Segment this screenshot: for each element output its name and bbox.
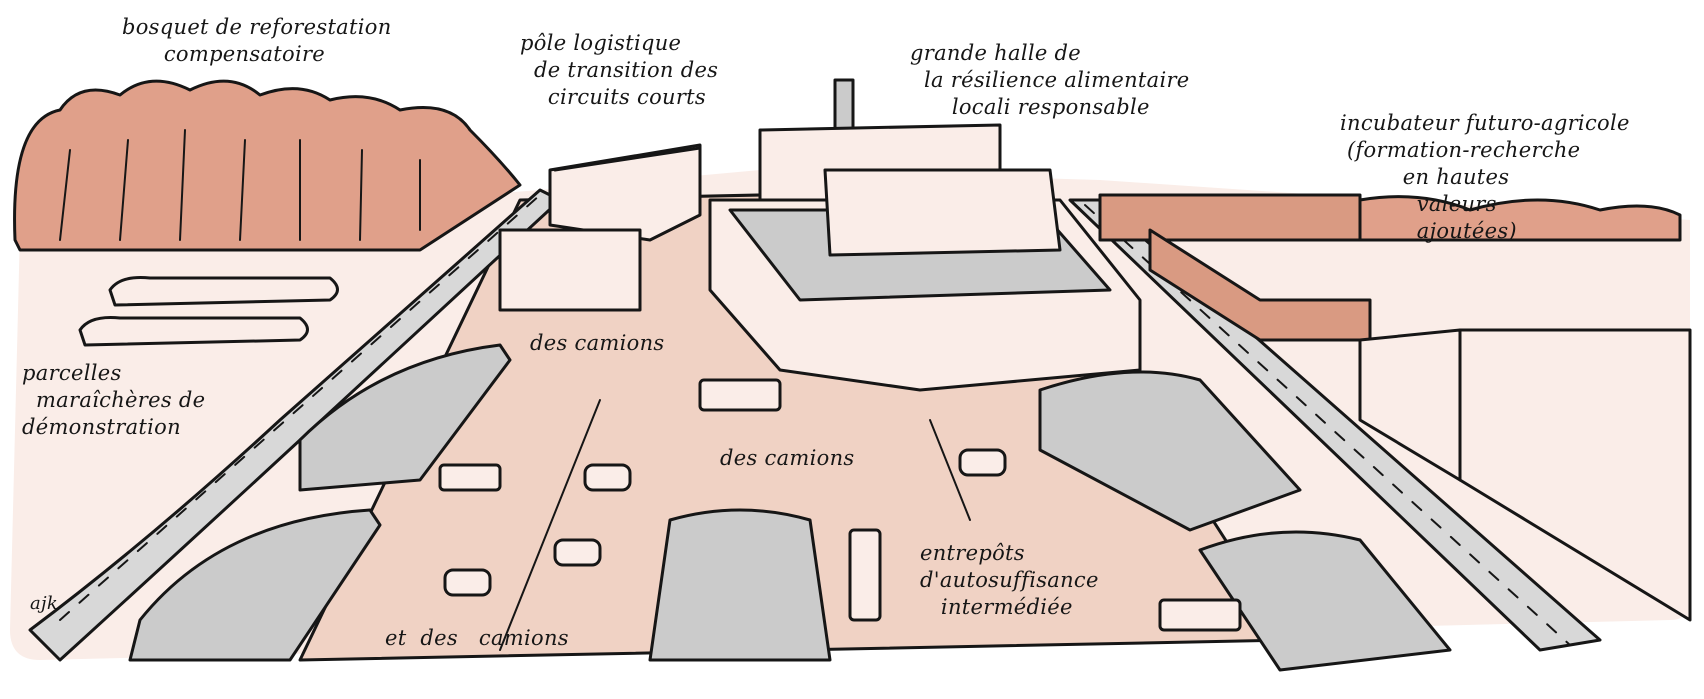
truck — [698, 378, 782, 412]
forest — [13, 79, 522, 252]
label-food-hall: grande halle de la résilience alimentair… — [910, 41, 1190, 119]
incubator-roof — [1098, 193, 1362, 242]
label-trucks-2: des camions — [720, 446, 855, 470]
hall-upper-block — [823, 168, 1062, 257]
truck — [438, 463, 502, 492]
warehouse — [1038, 370, 1302, 532]
label-incubator: incubateur futuro-agricole (formation-re… — [1340, 111, 1630, 243]
logistics-building-small — [498, 228, 642, 312]
label-trucks-3: et des camions — [385, 626, 569, 650]
truck — [848, 528, 882, 622]
warehouse — [298, 343, 512, 492]
warehouse — [128, 508, 382, 662]
label-forest: bosquet de reforestation compensatoire — [122, 15, 392, 66]
logistics-building — [548, 143, 702, 242]
greenhouse — [78, 316, 309, 347]
truck — [1158, 598, 1242, 632]
van — [553, 538, 602, 567]
warehouse — [1198, 530, 1452, 672]
right-building-side — [1358, 328, 1462, 482]
van — [583, 463, 632, 492]
label-trucks-1: des camions — [530, 331, 665, 355]
warehouse — [648, 508, 832, 662]
label-warehouses: entrepôts d'autosuffisance intermédiée — [920, 541, 1099, 619]
label-market-gardens: parcelles maraîchères de démonstration — [22, 361, 206, 439]
van — [443, 568, 492, 597]
van — [958, 448, 1007, 477]
label-logistics-hub: pôle logistique de transition des circui… — [520, 31, 719, 109]
greenhouse — [108, 276, 339, 307]
artist-signature: ajk — [30, 593, 59, 614]
